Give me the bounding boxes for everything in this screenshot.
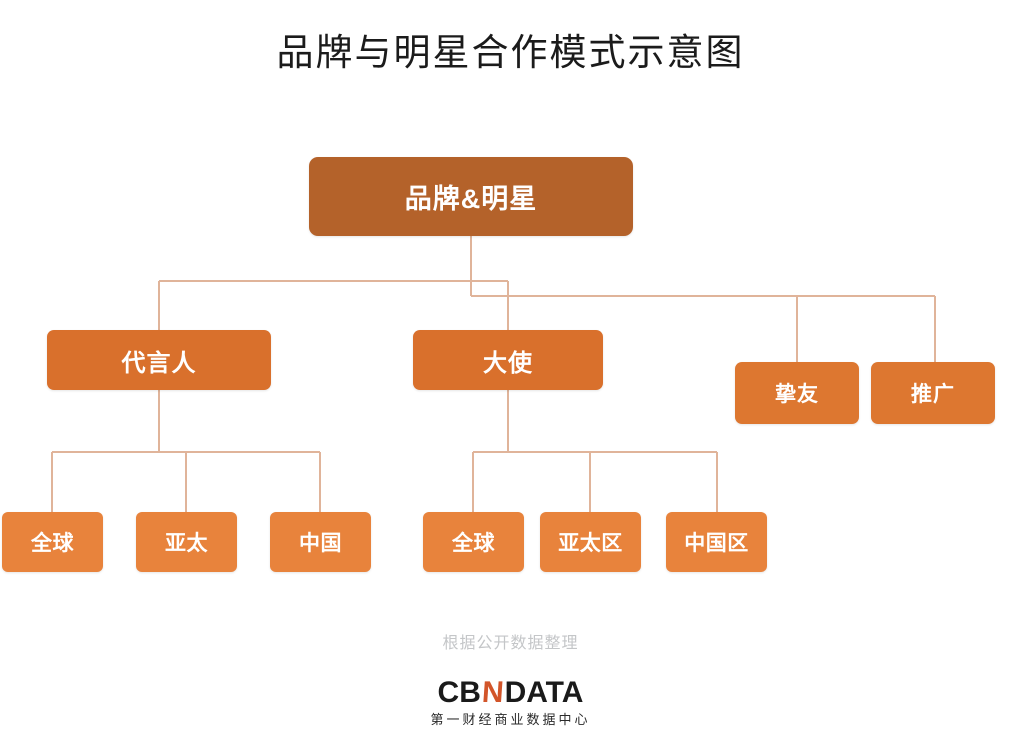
logo-text-before: CB [437,676,481,709]
node-ambassador-global[interactable]: 全球 [423,512,524,572]
node-spokesperson-china[interactable]: 中国 [270,512,371,572]
node-spokesperson[interactable]: 代言人 [47,330,271,390]
node-root[interactable]: 品牌&明星 [309,157,633,236]
node-promotion[interactable]: 推广 [871,362,995,424]
logo-subtitle: 第一财经商业数据中心 [430,712,591,727]
node-close-friend[interactable]: 挚友 [735,362,859,424]
node-ambassador-china[interactable]: 中国区 [666,512,767,572]
cbndata-logo: CBNDATA 第一财经商业数据中心 [0,676,1021,728]
node-ambassador-apac[interactable]: 亚太区 [540,512,641,572]
logo-n-accent-icon: N [480,676,505,709]
logo-wordmark: CBNDATA [0,676,1021,709]
node-spokesperson-apac[interactable]: 亚太 [136,512,237,572]
node-spokesperson-global[interactable]: 全球 [2,512,103,572]
source-caption: 根据公开数据整理 [442,635,579,652]
logo-text-after: DATA [504,676,584,709]
node-ambassador[interactable]: 大使 [413,330,603,390]
page-title: 品牌与明星合作模式示意图 [276,32,745,73]
